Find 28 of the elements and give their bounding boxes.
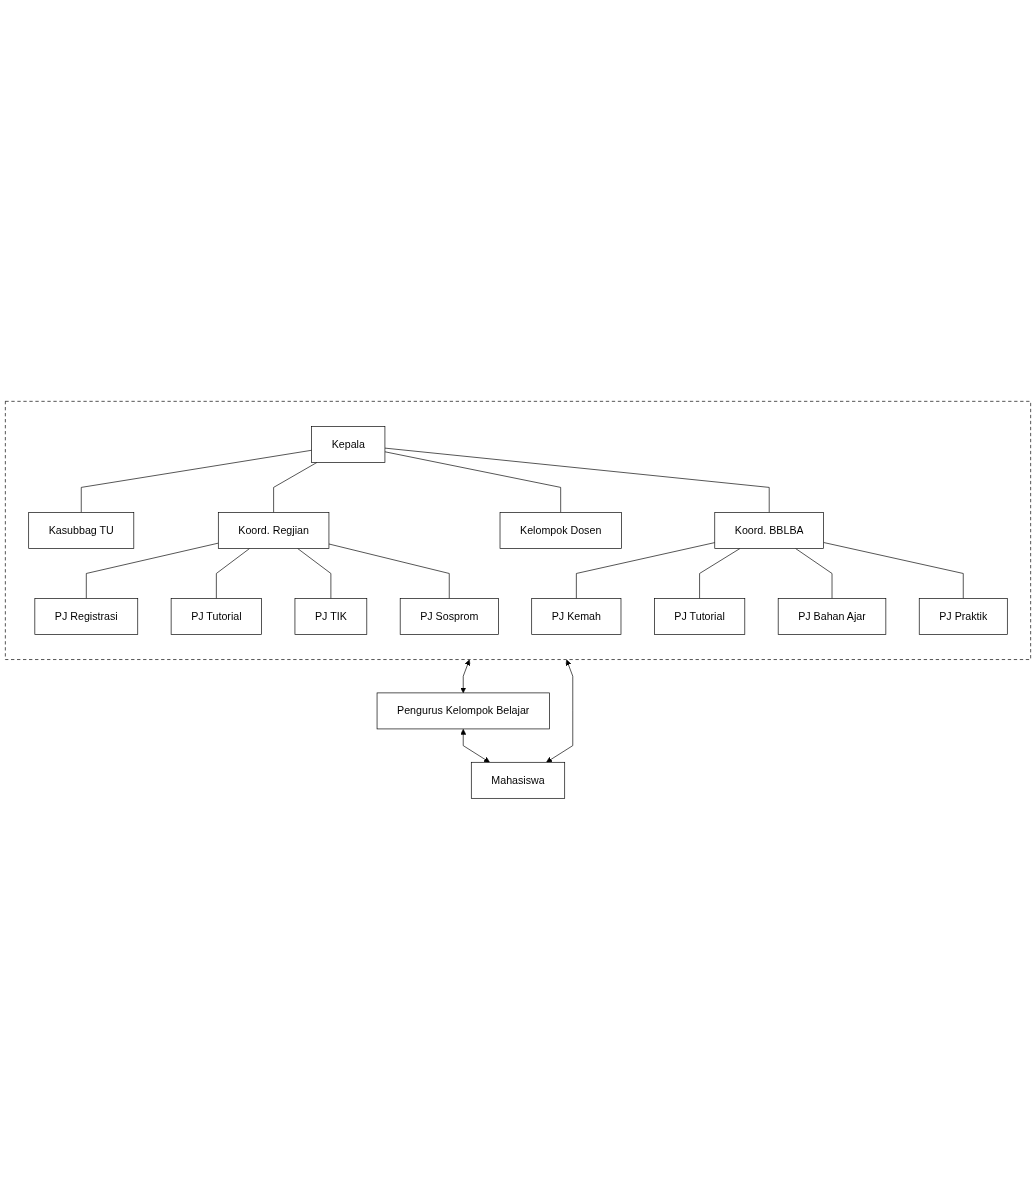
node-box: PJ Praktik (918, 597, 1008, 635)
connector (699, 547, 741, 599)
connector (328, 543, 450, 599)
node-box: Mahasiswa (470, 761, 566, 799)
connector (297, 547, 332, 599)
connector (823, 541, 964, 599)
node-box: PJ Bahan Ajar (777, 597, 887, 635)
node-box: Kelompok Dosen (499, 511, 622, 549)
connector (384, 451, 561, 513)
node-box: Koord. Regjian (217, 511, 330, 549)
node-box: PJ Sosprom (399, 597, 499, 635)
cluster (5, 400, 1031, 660)
node-box: PJ Registrasi (34, 597, 139, 635)
node-box: PJ TIK (294, 597, 368, 635)
connector (576, 541, 716, 599)
connector (795, 547, 833, 599)
connector (216, 547, 250, 599)
node-box: PJ Tutorial (654, 597, 746, 635)
node-box: Kepala (311, 425, 386, 463)
node-box: Kasubbag TU (28, 511, 135, 549)
connector (384, 447, 770, 513)
node-box: Pengurus Kelompok Belajar (376, 692, 550, 729)
connector (273, 461, 318, 513)
node-box: PJ Kemah (531, 597, 622, 635)
connector (80, 449, 312, 513)
node-box: PJ Tutorial (170, 597, 262, 635)
node-box: Koord. BBLBA (714, 511, 824, 549)
connector (85, 542, 219, 599)
